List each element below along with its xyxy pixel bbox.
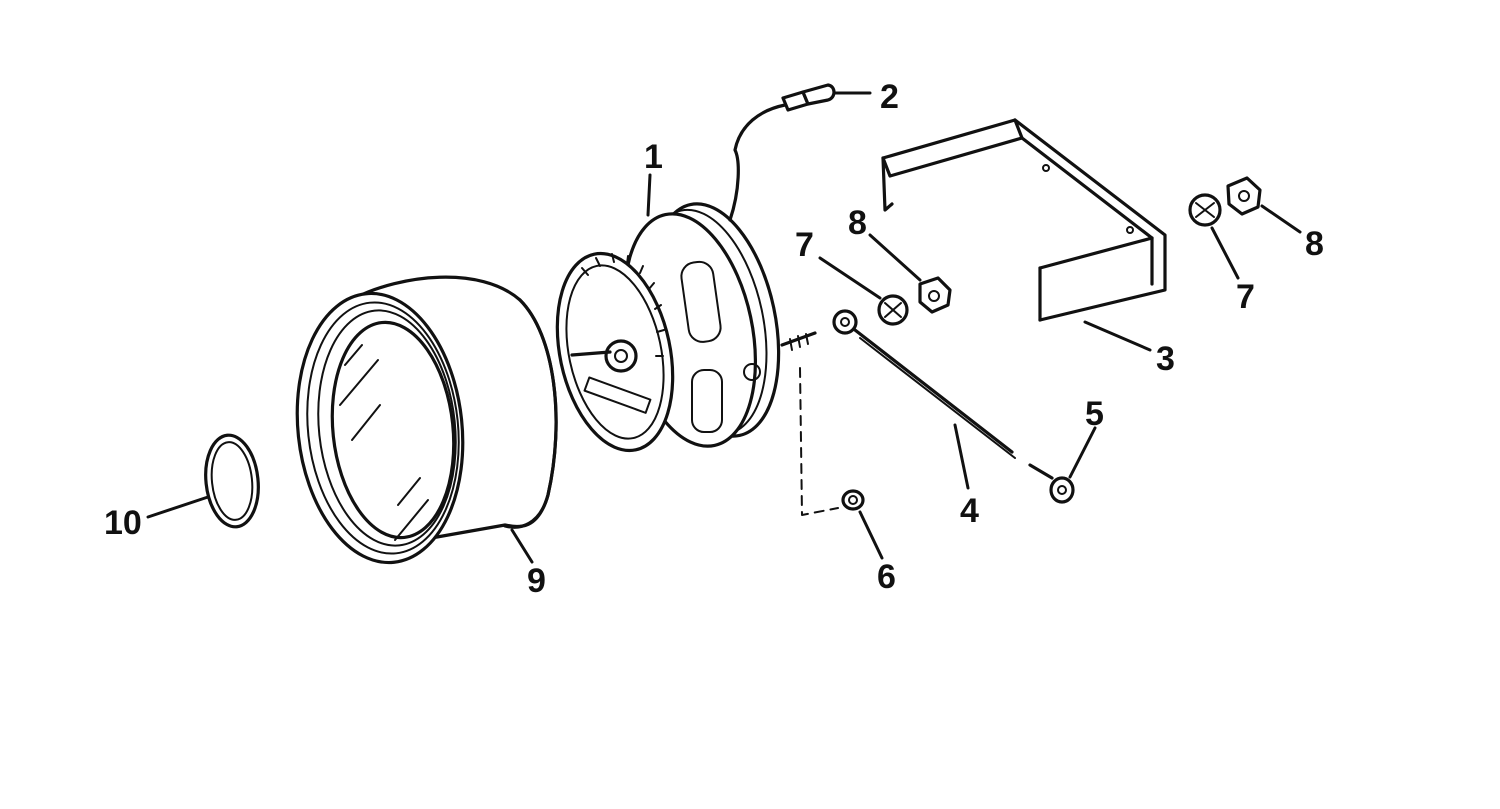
part-7-lockwasher-right bbox=[1188, 193, 1222, 227]
callout-7-left: 7 bbox=[795, 226, 814, 264]
part-8-nut-right bbox=[1226, 176, 1262, 216]
callout-8-right: 8 bbox=[1305, 225, 1324, 263]
part-5-terminal bbox=[1028, 463, 1075, 504]
part-1-gauge-body bbox=[555, 83, 836, 453]
dial-tick-marks bbox=[581, 253, 665, 357]
callout-5: 5 bbox=[1085, 395, 1104, 433]
callout-4: 4 bbox=[960, 492, 979, 530]
callout-8-left: 8 bbox=[848, 204, 867, 242]
callout-numbers: 1 2 3 4 5 6 7 7 8 8 9 10 bbox=[104, 78, 1324, 600]
callout-3: 3 bbox=[1156, 340, 1175, 378]
callout-6: 6 bbox=[877, 558, 896, 596]
callout-1: 1 bbox=[644, 138, 663, 176]
part-3-bracket bbox=[881, 118, 1167, 322]
part-10-oring bbox=[204, 433, 260, 529]
part-8-nut-left bbox=[918, 276, 952, 314]
part-4-wire bbox=[832, 309, 1016, 459]
callout-10: 10 bbox=[104, 504, 142, 542]
part-9-bezel-case bbox=[295, 275, 558, 565]
leader-lines bbox=[146, 91, 1302, 564]
gauge-needle bbox=[570, 350, 612, 357]
callout-2: 2 bbox=[880, 78, 899, 116]
callout-7-right: 7 bbox=[1236, 278, 1255, 316]
callout-9: 9 bbox=[527, 562, 546, 600]
part-7-lockwasher-left bbox=[877, 294, 909, 326]
part-6-screw bbox=[799, 367, 865, 516]
